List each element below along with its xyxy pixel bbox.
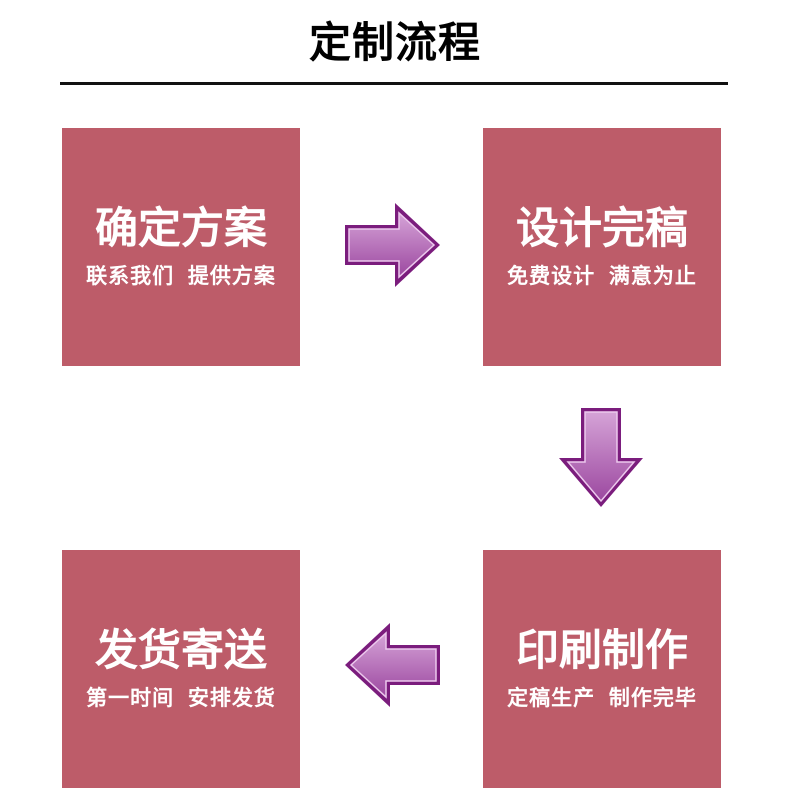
step-title: 印刷制作 [516,626,688,675]
page-title: 定制流程 [308,19,481,66]
arrow-left-icon [345,623,440,707]
step-subtitle: 联系我们 提供方案 [86,264,276,288]
step-card-ship-deliver: 发货寄送 第一时间 安排发货 [62,550,300,788]
title-divider-line [60,82,728,85]
arrow-down-icon [559,408,643,507]
arrow-right-icon [345,203,440,287]
step-subtitle: 第一时间 安排发货 [86,686,276,710]
step-card-confirm-plan: 确定方案 联系我们 提供方案 [62,128,300,366]
step-subtitle: 免费设计 满意为止 [507,264,697,288]
step-card-design-final: 设计完稿 免费设计 满意为止 [483,128,721,366]
step-title: 设计完稿 [516,204,688,253]
step-card-print-produce: 印刷制作 定稿生产 制作完毕 [483,550,721,788]
step-subtitle: 定稿生产 制作完毕 [507,686,697,710]
step-title: 发货寄送 [95,626,267,675]
step-title: 确定方案 [95,204,267,253]
